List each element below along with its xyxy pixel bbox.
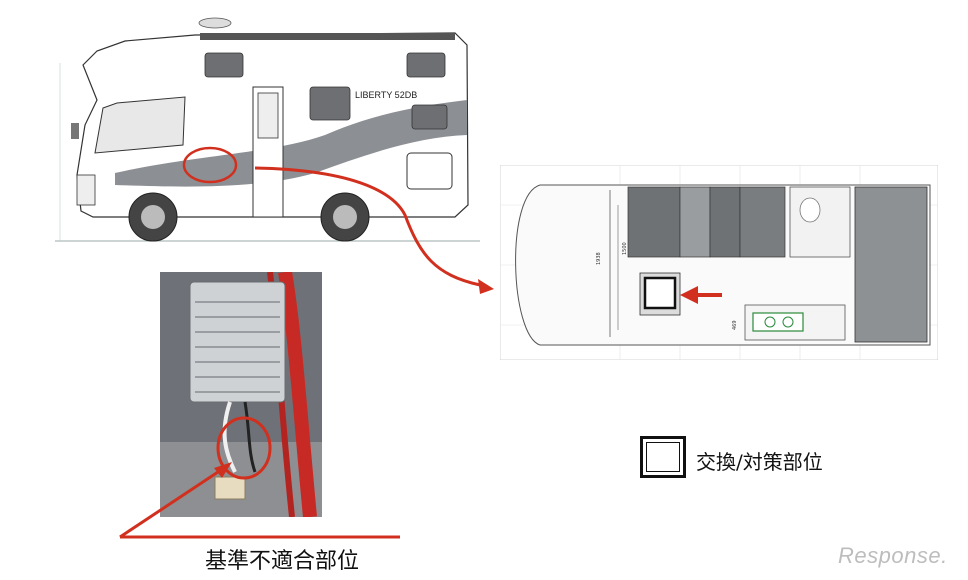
defect-caption: 基準不適合部位: [205, 549, 360, 574]
black-wire: [243, 401, 257, 473]
replacement-part-marker: [643, 276, 677, 310]
heatsink-fins: [195, 301, 280, 393]
dimension-label-1938: 1938: [596, 252, 602, 265]
side-window-rear: [411, 104, 448, 130]
dimension-label-469: 469: [732, 320, 738, 330]
legend-symbol-inner: [646, 442, 680, 472]
front-wheel-hub: [141, 205, 165, 229]
toilet: [799, 197, 821, 223]
defect-part-photo: [160, 272, 322, 517]
front-grille: [76, 174, 96, 206]
storage-hatch: [406, 152, 453, 190]
rear-bed: [854, 186, 928, 343]
defect-location-circle: [182, 146, 238, 184]
burner-left: [764, 316, 776, 328]
door-window: [257, 92, 279, 139]
response-watermark-logo: Response.: [838, 543, 948, 568]
dimension-label-1500: 1500: [622, 242, 628, 255]
brand-badge: LIBERTY 52DB: [355, 90, 417, 100]
floor-plan-drawing: 1938 1500 469: [500, 165, 938, 360]
upper-window-right: [406, 52, 446, 78]
side-mirror: [71, 123, 79, 139]
side-window-middle: [309, 86, 351, 121]
red-cable-bundle: [278, 272, 317, 517]
legend-symbol: [640, 436, 686, 478]
part-pointer-arrow: [680, 286, 722, 304]
heatsink-unit: [189, 281, 286, 403]
camper-side-view-drawing: LIBERTY 52DB: [55, 17, 480, 242]
rear-wheel-hub: [333, 205, 357, 229]
wire-connector: [214, 476, 246, 500]
washroom: [789, 186, 851, 258]
dinette-seat-middle: [709, 186, 741, 258]
dinette-seat-front: [627, 186, 681, 258]
roof-awning: [200, 33, 455, 40]
dinette-table: [679, 186, 711, 258]
roof-vent: [198, 17, 232, 29]
legend-label: 交換/対策部位: [696, 450, 823, 474]
body-stripe: [115, 100, 467, 187]
defect-highlight-circle: [216, 416, 272, 480]
dinette-seat-rear: [739, 186, 786, 258]
cab-window: [94, 96, 186, 154]
callout-arrowhead: [478, 279, 494, 294]
upper-window-left: [204, 52, 244, 78]
burner-right: [782, 316, 794, 328]
white-wire: [222, 401, 237, 473]
photo-illustration: [160, 272, 322, 517]
stove-sink: [752, 312, 804, 332]
